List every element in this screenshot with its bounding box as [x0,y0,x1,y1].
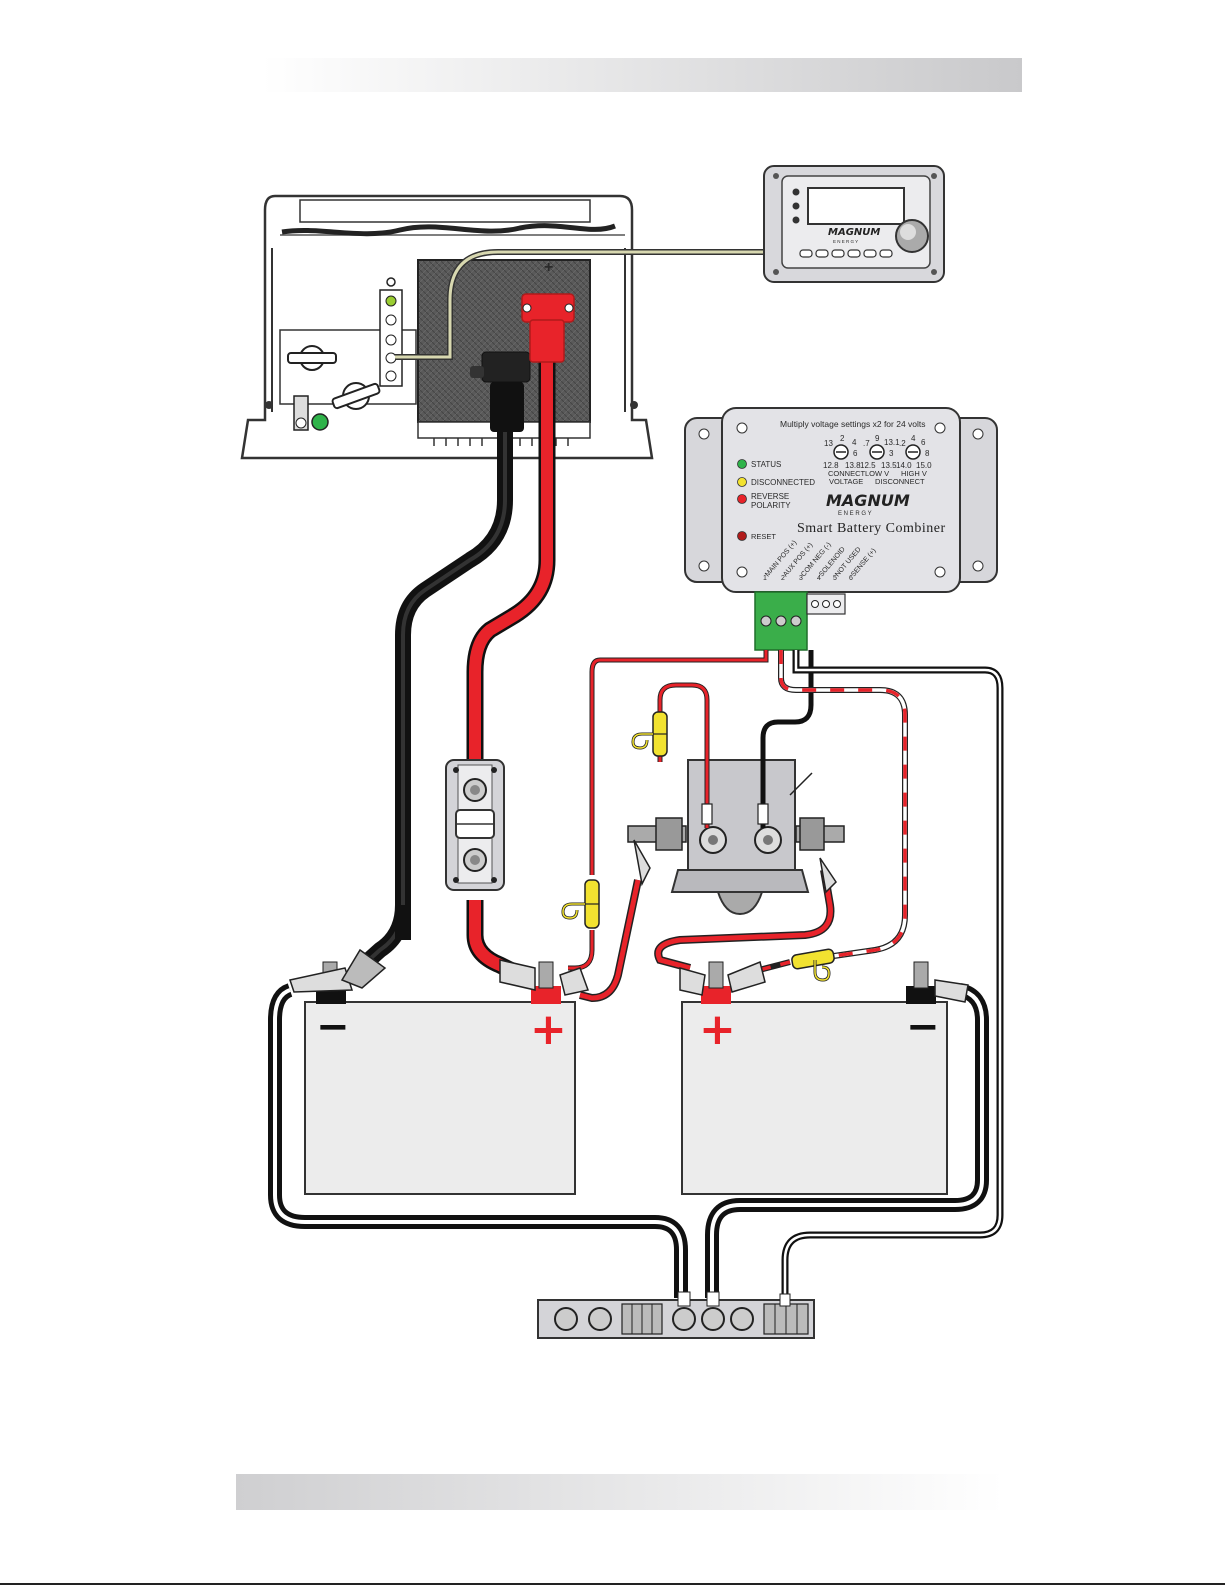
terminal-numbers: 1 2 3 4 5 6 [763,575,853,582]
connect-voltage-dial[interactable]: 13 2 4 6 12.8 13.8 [823,434,861,470]
svg-text:2: 2 [840,434,845,443]
svg-text:.7: .7 [863,439,870,448]
polarity-led-label: POLARITY [751,501,791,510]
svg-text:5: 5 [833,575,837,582]
svg-text:3: 3 [799,575,803,582]
dial-label-high: HIGH V [901,469,927,478]
svg-text:2: 2 [781,575,785,582]
remote-lcd [807,187,905,225]
svg-text:4: 4 [852,438,857,447]
dc-fuse-block [445,759,505,891]
sbc-title: Smart Battery Combiner [797,521,946,536]
battery1-negative-sign: − [316,1004,350,1050]
remote-panel: MAGNUM E N E R G Y [763,165,945,283]
svg-text:4: 4 [817,575,821,582]
svg-text:12.5: 12.5 [860,461,876,470]
battery2-negative-sign: − [906,1004,940,1050]
svg-text:8: 8 [925,449,930,458]
svg-text:14.0: 14.0 [896,461,912,470]
reverse-polarity-led-icon [737,494,747,504]
sbc-aux-positive-wire [778,650,908,961]
footer-band [236,1474,1004,1510]
negative-bus-bar [537,1291,815,1339]
battery-1: − + [289,948,589,1195]
remote-brand-sub: E N E R G Y [833,239,858,244]
svg-text:15.0: 15.0 [916,461,932,470]
remote-port-column [379,277,403,387]
battery1-positive-sign: + [530,1004,567,1055]
sbc-brand-sub: E N E R G Y [838,511,872,517]
reverse-led-label: REVERSE [751,492,789,501]
solenoid-ground-wire [760,650,814,828]
inline-fuse-3 [791,948,835,982]
high-disconnect-dial[interactable]: .2 4 6 8 14.0 15.0 [896,434,932,470]
inline-fuse-1 [631,711,668,757]
status-led-icon [737,459,747,469]
smart-battery-combiner: Multiply voltage settings x2 for 24 volt… [684,407,998,651]
svg-text:13.8: 13.8 [845,461,861,470]
negative-dc-connector [470,351,531,432]
dial-label-low: LOW V [865,469,889,478]
sbc-brand: MAGNUM [826,491,910,510]
disconnected-led-label: DISCONNECTED [751,478,815,487]
dial-label-disconnect: DISCONNECT [875,477,925,486]
ground-icon [311,413,329,431]
svg-text:13.1: 13.1 [884,438,900,447]
solenoid [627,759,845,916]
svg-text:.2: .2 [899,439,906,448]
remote-buttons [799,249,893,258]
svg-text:6: 6 [849,575,853,582]
inverter-logo-swoosh [281,223,616,237]
low-disconnect-dial[interactable]: .7 9 13.1 3 12.5 13.5 [860,434,900,470]
reset-button-icon[interactable] [737,531,747,541]
svg-text:9: 9 [875,434,880,443]
svg-text:13.5: 13.5 [881,461,897,470]
svg-text:3: 3 [889,449,894,458]
inverter-plus-label: + [544,259,553,276]
svg-text:12.8: 12.8 [823,461,839,470]
positive-dc-connector [521,293,575,363]
dial-label-voltage: VOLTAGE [829,477,863,486]
svg-text:6: 6 [853,449,858,458]
status-led-label: STATUS [751,460,781,469]
battery-2: + − [679,960,969,1195]
dial-label-connect: CONNECT [828,469,866,478]
ac-cable-clamp-icon [287,345,381,410]
reset-label: RESET [751,532,776,541]
sbc-voltage-note: Multiply voltage settings x2 for 24 volt… [780,419,926,429]
remote-brand: MAGNUM [828,227,880,238]
disconnected-led-icon [737,477,747,487]
svg-text:6: 6 [921,438,926,447]
header-band [262,58,1022,92]
battery2-positive-sign: + [699,1004,736,1055]
svg-text:4: 4 [911,434,916,443]
svg-text:13: 13 [824,439,833,448]
inline-fuse-2 [561,879,600,929]
svg-text:1: 1 [763,575,767,582]
